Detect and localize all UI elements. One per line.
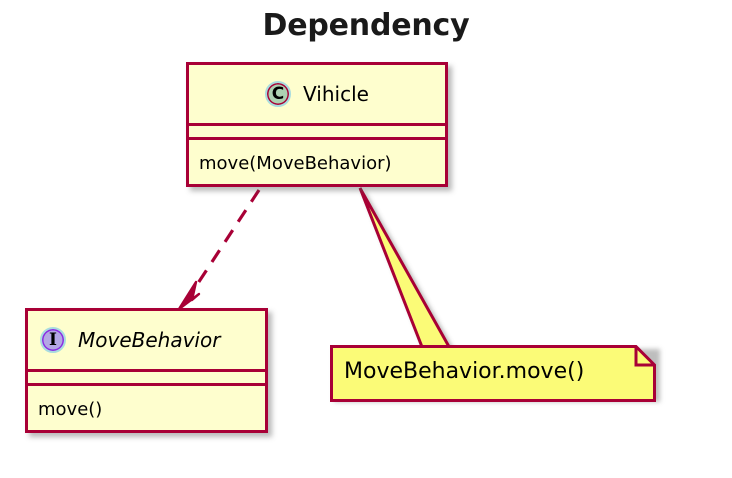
note-movebehavior-move[interactable]: MoveBehavior.move() xyxy=(330,345,660,402)
note-text: MoveBehavior.move() xyxy=(344,359,585,384)
attributes-compartment-vihicle xyxy=(189,126,445,137)
dependency-arrow xyxy=(177,189,261,311)
class-box-vihicle[interactable]: C Vihicle move(MoveBehavior) xyxy=(186,62,448,187)
interface-name-movebehavior: MoveBehavior xyxy=(78,328,221,352)
compartment-divider xyxy=(189,137,445,140)
method-item: move(MoveBehavior) xyxy=(199,153,392,174)
interface-box-movebehavior[interactable]: I MoveBehavior move() xyxy=(25,308,268,433)
methods-compartment-movebehavior: move() xyxy=(28,386,265,433)
interface-header-movebehavior: I MoveBehavior xyxy=(28,311,265,369)
note-shape xyxy=(330,345,656,402)
class-name-vihicle: Vihicle xyxy=(303,82,369,106)
method-item: move() xyxy=(38,399,103,420)
methods-compartment-vihicle: move(MoveBehavior) xyxy=(189,140,445,187)
page-title: Dependency xyxy=(262,8,470,43)
attributes-compartment-movebehavior xyxy=(28,372,265,383)
compartment-divider xyxy=(189,123,445,126)
interface-stereotype-icon: I xyxy=(40,327,66,353)
class-header-vihicle: C Vihicle xyxy=(189,65,445,123)
note-anchor-connector xyxy=(358,187,455,354)
compartment-divider xyxy=(28,383,265,386)
class-stereotype-icon: C xyxy=(265,81,292,107)
compartment-divider xyxy=(28,369,265,372)
